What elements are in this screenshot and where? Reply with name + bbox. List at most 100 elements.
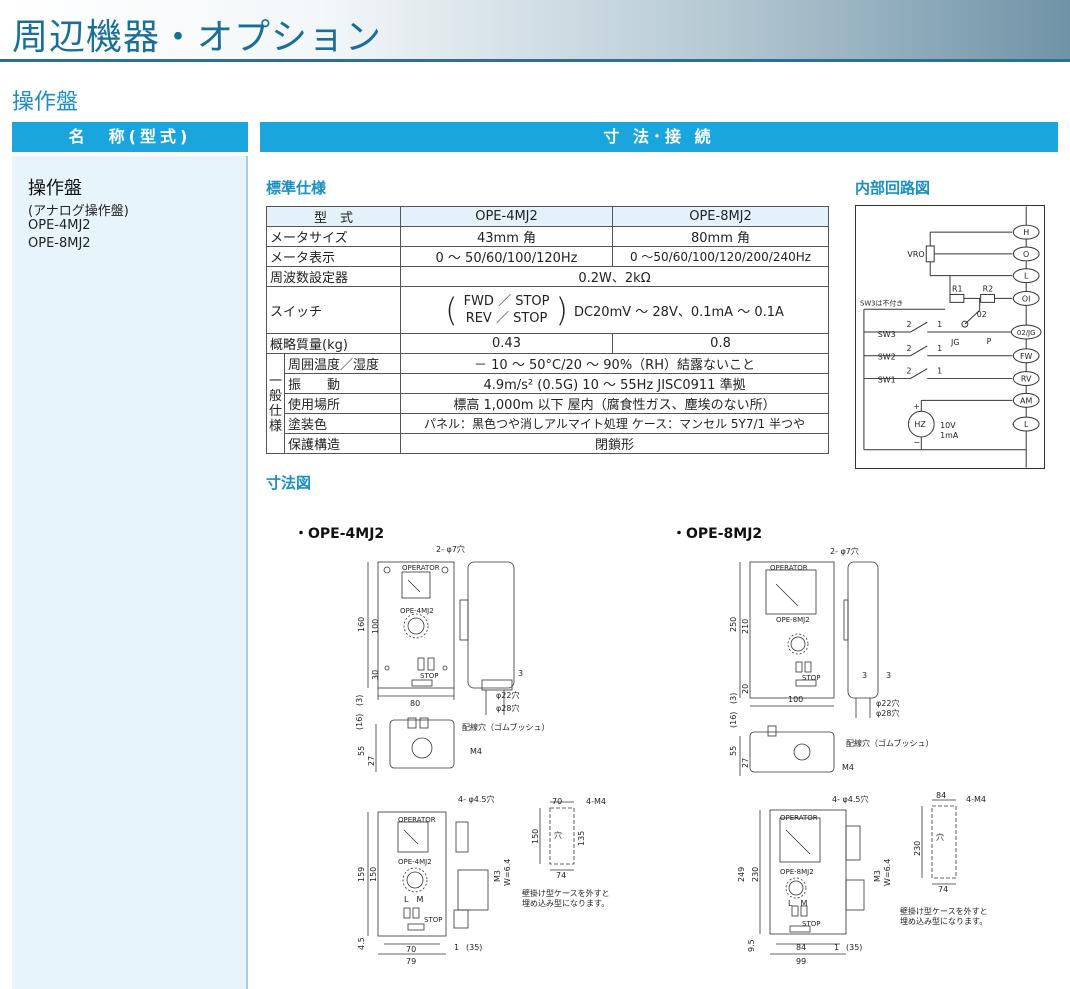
ope4-t16: (16) — [355, 714, 364, 730]
vchar: 様 — [268, 418, 282, 434]
ope8-model2: OPE-8MJ2 — [780, 868, 814, 876]
label-hz: HZ — [914, 420, 926, 429]
cell: 0 ～ 50/60/100/120Hz — [400, 246, 614, 267]
cell: 0 ～50/60/100/120/200/240Hz — [612, 246, 830, 267]
ope4-hole: 穴 — [554, 830, 562, 840]
terminal-l: L — [1024, 272, 1029, 281]
terminal-am: AM — [1020, 396, 1032, 405]
ope4-front-panel — [377, 561, 455, 689]
header-dimensions: 寸 法･接 続 — [260, 122, 1058, 152]
ope8-note2: 埋め込み型になります。 — [900, 916, 987, 926]
terminal-h: H — [1023, 228, 1029, 237]
ope8-operator2: OPERATOR — [780, 814, 818, 822]
label-r1: R1 — [952, 284, 963, 293]
terminal-oi: OI — [1022, 294, 1031, 303]
row-label: 周波数設定器 — [265, 266, 402, 287]
ope8-r3b: 3 — [886, 671, 891, 680]
label-jg: JG — [950, 338, 959, 347]
ope4-h100: 100 — [371, 619, 380, 634]
vchar: 般 — [268, 388, 282, 404]
ope8-lm: L M — [788, 899, 807, 908]
ope4-lm: L M — [404, 895, 423, 904]
ope4-operator: OPERATOR — [402, 564, 440, 572]
ope4-w64: W=6.4 — [503, 859, 512, 886]
terminal-l2: L — [1024, 420, 1029, 429]
ope8-d22: φ22穴 — [876, 698, 899, 708]
ope4-m4: M4 — [470, 747, 482, 756]
product-subtitle: (アナログ操作盤) — [28, 204, 129, 219]
spec-col-type: 型 式 — [265, 206, 402, 227]
circuit-diagram: H O L OI 02/JG FW RV AM L VRO R1 R2 SW3は… — [855, 205, 1045, 469]
spec-col-model-2: OPE-8MJ2 — [612, 206, 830, 227]
cell: 4.9m/s² (0.5G) 10 ～ 55Hz JISC0911 準拠 — [400, 373, 830, 394]
ope8-d27: 27 — [741, 758, 750, 768]
ope4-model2: OPE-4MJ2 — [398, 858, 432, 866]
terminal-fw: FW — [1020, 352, 1033, 361]
row-label: 周囲温度／湿度 — [283, 353, 402, 374]
ope8-c230: 230 — [913, 841, 922, 856]
dimension-drawings: OPERATOR OPE-4MJ2 STOP 2- φ7穴 160 100 30… — [355, 544, 988, 966]
ope4-s35: (35) — [466, 943, 482, 952]
row-label: 概略質量(kg) — [265, 333, 402, 354]
ope4-c135: 135 — [577, 831, 586, 846]
cell: 0.43 — [400, 333, 614, 354]
label-10v: 10V — [940, 421, 956, 430]
ope4-holes: 2- φ7穴 — [436, 544, 465, 554]
ope8-hole: 穴 — [936, 832, 944, 842]
label-plus: + — [913, 402, 920, 411]
ope4-m44: 4-M4 — [586, 797, 606, 806]
terminal-02jg: 02/JG — [1017, 329, 1036, 337]
paren-open: ( — [445, 291, 458, 329]
label-2: 2 — [906, 344, 911, 353]
switch-rating: DC20mV ～ 28V、0.1mA ～ 0.1A — [573, 304, 784, 320]
ope8-t3: (3) — [729, 693, 738, 704]
ope8-m4: M4 — [842, 763, 854, 772]
ope4-w79: 79 — [406, 957, 416, 966]
ope4-stop: STOP — [420, 672, 438, 680]
terminal-rv: RV — [1021, 375, 1032, 384]
label-vro: VRO — [907, 250, 924, 259]
left-panel: 操作盤 (アナログ操作盤) OPE-4MJ2 OPE-8MJ2 — [12, 156, 248, 989]
ope8-wiring: 配線穴（ゴムブッシュ） — [846, 738, 934, 748]
label-sw3: SW3 — [878, 330, 896, 339]
ope4-note2: 埋め込み型になります。 — [522, 898, 609, 908]
ope4-d22: φ22穴 — [496, 690, 519, 700]
row-label: スイッチ — [265, 286, 402, 334]
ope4-h159: 159 — [357, 867, 366, 882]
spec-heading: 標準仕様 — [266, 179, 327, 197]
model-label-8: ・OPE-8MJ2 — [672, 526, 763, 542]
ope8-h249: 249 — [737, 867, 746, 882]
label-2: 2 — [906, 367, 911, 376]
label-r2: R2 — [983, 284, 994, 293]
ope8-w99: 99 — [796, 957, 806, 966]
ope8-holes: 2- φ7穴 — [830, 546, 859, 556]
page-title: 周辺機器・オプション — [12, 17, 383, 58]
header-name: 名 称(型式) — [12, 122, 248, 152]
circuit-heading: 内部回路図 — [855, 179, 931, 197]
ope8-model: OPE-8MJ2 — [776, 616, 810, 624]
ope8-h210: 210 — [741, 619, 750, 634]
ope8-h250: 250 — [729, 617, 738, 632]
row-label: 使用場所 — [283, 393, 402, 414]
switch-option-2: REV ／ STOP — [465, 311, 548, 326]
ope4-model: OPE-4MJ2 — [400, 607, 434, 615]
ope8-b95: 9.5 — [747, 939, 756, 952]
spec-table: 型 式 OPE-4MJ2 OPE-8MJ2 メータサイズ 43mm 角 80mm… — [265, 206, 830, 454]
cell: 0.2W、2kΩ — [400, 266, 830, 287]
ope4-s1: 1 — [454, 943, 459, 952]
cell: 80mm 角 — [612, 226, 830, 247]
ope8-w84: 84 — [796, 943, 806, 952]
ope8-m3: M3 — [873, 870, 882, 882]
vchar: 一 — [268, 373, 282, 389]
section-title: 操作盤 — [12, 90, 79, 115]
product-model-2: OPE-8MJ2 — [28, 236, 91, 251]
cell: 43mm 角 — [400, 226, 614, 247]
ope4-w70: 70 — [406, 945, 416, 954]
row-label: 振 動 — [283, 373, 402, 394]
ope4-d27: 27 — [367, 756, 376, 766]
ope8-d28: φ28穴 — [876, 708, 899, 718]
general-spec-label: 一 般 仕 様 — [266, 353, 285, 454]
switch-cell: ( FWD ／ STOP REV ／ STOP ) DC20mV ～ 28V、0… — [400, 286, 830, 334]
label-1ma: 1mA — [940, 431, 959, 440]
spec-col-model-1: OPE-4MJ2 — [400, 206, 614, 227]
